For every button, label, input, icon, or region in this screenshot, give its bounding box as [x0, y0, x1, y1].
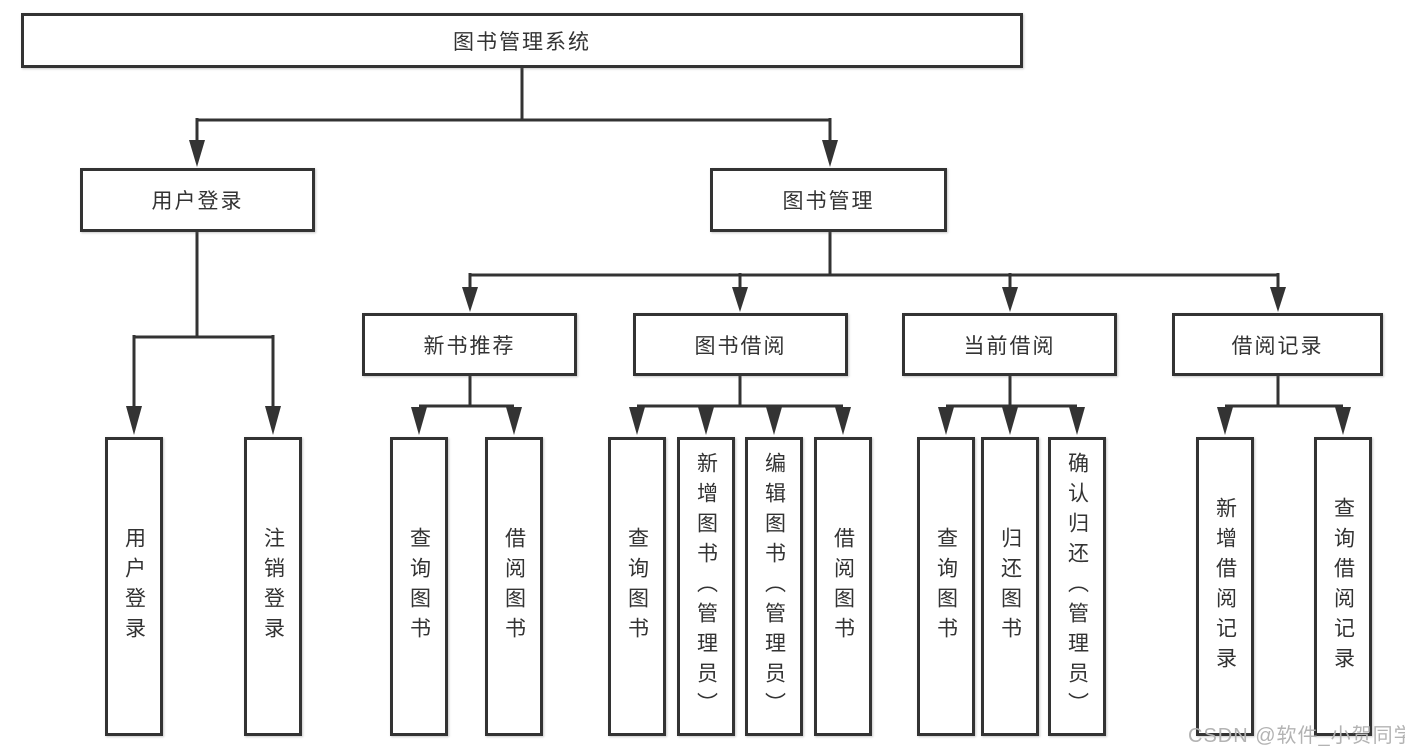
node-user-login: 用户登录: [80, 168, 315, 232]
node-label: 当前借阅: [963, 334, 1056, 358]
leaf-records-query-record: 查询借阅记录: [1314, 437, 1372, 736]
node-library-system: 图书管理系统: [21, 13, 1023, 68]
node-label: 用户登录: [151, 190, 244, 213]
node-label: 编辑图书（管理员）: [762, 451, 786, 722]
node-label: 用户登录: [122, 526, 146, 647]
node-new-book-recommend: 新书推荐: [362, 313, 577, 376]
node-label: 查询图书: [407, 526, 431, 647]
node-label: 新书推荐: [423, 334, 516, 358]
leaf-newbook-query-books: 查询图书: [390, 437, 448, 736]
node-book-borrow: 图书借阅: [633, 313, 848, 376]
node-label: 注销登录: [261, 526, 285, 647]
node-label: 图书管理系统: [453, 30, 591, 54]
leaf-records-add-record: 新增借阅记录: [1196, 437, 1254, 736]
node-label: 归还图书: [998, 526, 1022, 647]
node-label: 查询图书: [934, 526, 958, 647]
node-label: 新增图书（管理员）: [694, 451, 718, 722]
node-label: 查询借阅记录: [1331, 496, 1355, 677]
node-label: 借阅记录: [1231, 334, 1324, 358]
node-label: 图书管理: [782, 190, 875, 213]
node-label: 确认归还（管理员）: [1065, 451, 1089, 722]
node-book-management: 图书管理: [710, 168, 947, 232]
node-label: 借阅图书: [831, 526, 855, 647]
leaf-borrow-borrow-books: 借阅图书: [814, 437, 872, 736]
leaf-current-query-books: 查询图书: [917, 437, 975, 736]
watermark-text: CSDN @软件_小贺同学: [1188, 725, 1405, 747]
node-borrow-records: 借阅记录: [1172, 313, 1383, 376]
node-label: 借阅图书: [502, 526, 526, 647]
leaf-borrow-query-books: 查询图书: [608, 437, 666, 736]
node-current-borrow: 当前借阅: [902, 313, 1117, 376]
leaf-current-return-books: 归还图书: [981, 437, 1039, 736]
leaf-logout: 注销登录: [244, 437, 302, 736]
node-label: 图书借阅: [694, 334, 787, 358]
leaf-borrow-edit-books: 编辑图书（管理员）: [745, 437, 803, 736]
node-label: 查询图书: [625, 526, 649, 647]
leaf-user-login: 用户登录: [105, 437, 163, 736]
leaf-newbook-borrow-books: 借阅图书: [485, 437, 543, 736]
node-label: 新增借阅记录: [1213, 496, 1237, 677]
leaf-borrow-add-books: 新增图书（管理员）: [677, 437, 735, 736]
leaf-current-confirm-return: 确认归还（管理员）: [1048, 437, 1106, 736]
